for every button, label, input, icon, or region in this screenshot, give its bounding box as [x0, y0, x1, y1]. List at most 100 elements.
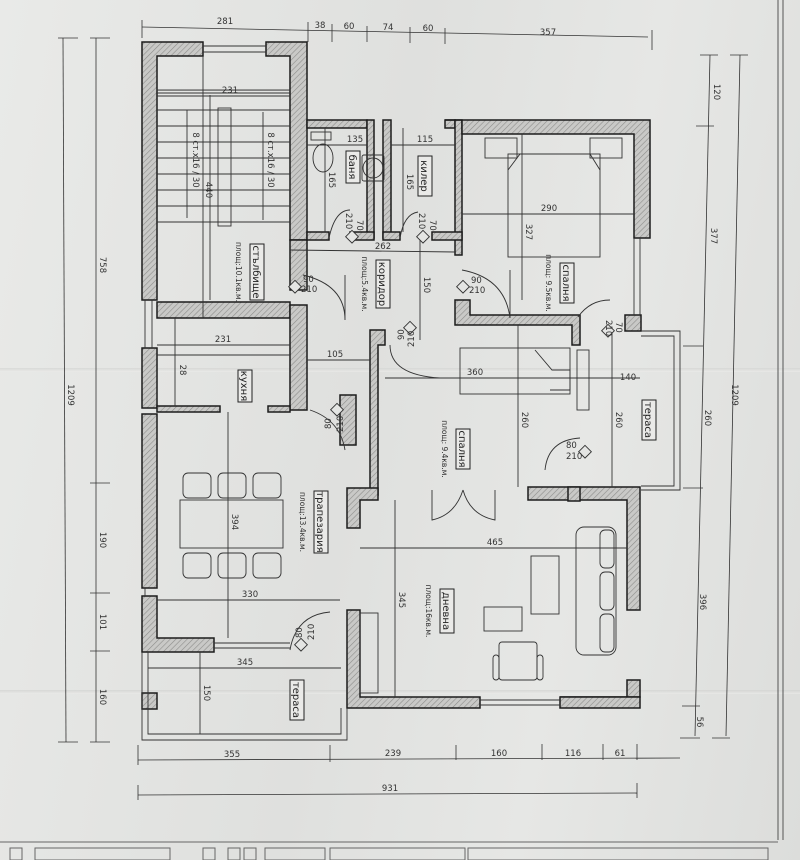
- room-label-living: дневна площ:16кв.м.: [424, 585, 455, 638]
- room-label-bedroom-2: спалня площ: 9.4кв.м.: [440, 420, 471, 478]
- title-block: [0, 841, 778, 860]
- svg-text:210: 210: [566, 452, 582, 462]
- svg-text:площ: 9.4кв.м.: площ: 9.4кв.м.: [440, 420, 449, 478]
- svg-text:116: 116: [565, 749, 581, 759]
- svg-text:394: 394: [229, 514, 239, 530]
- svg-text:1209: 1209: [729, 384, 739, 406]
- dimension-lines: [58, 0, 784, 840]
- svg-text:80: 80: [566, 441, 577, 451]
- room-label-dining: трапезария площ:13.4кв.м.: [298, 490, 329, 554]
- svg-text:дневна: дневна: [440, 592, 451, 630]
- svg-text:70: 70: [427, 220, 437, 231]
- svg-text:239: 239: [385, 749, 401, 759]
- svg-text:231: 231: [215, 335, 231, 345]
- svg-text:150: 150: [421, 277, 431, 293]
- svg-text:165: 165: [326, 172, 336, 188]
- svg-text:345: 345: [396, 592, 406, 608]
- room-label-terrace-left: тераса: [289, 679, 305, 721]
- svg-text:190: 190: [97, 532, 107, 548]
- room-label-pantry: килер: [417, 155, 433, 197]
- svg-text:1209: 1209: [65, 384, 75, 406]
- svg-text:кухня: кухня: [238, 371, 249, 401]
- room-label-terrace-right: тераса: [641, 399, 657, 441]
- svg-text:килер: килер: [418, 160, 429, 191]
- svg-text:площ:10.1кв.м.: площ:10.1кв.м.: [234, 242, 243, 302]
- svg-text:70: 70: [613, 322, 623, 333]
- svg-text:38: 38: [315, 21, 326, 31]
- svg-text:74: 74: [383, 23, 394, 33]
- svg-text:160: 160: [97, 689, 107, 705]
- svg-text:140: 140: [620, 373, 636, 383]
- room-label-kitchen: кухня: [237, 369, 253, 403]
- svg-text:60: 60: [423, 24, 434, 34]
- svg-text:80: 80: [295, 627, 305, 638]
- svg-text:440: 440: [203, 182, 213, 198]
- svg-text:327: 327: [523, 224, 533, 240]
- svg-text:площ:16кв.м.: площ:16кв.м.: [424, 585, 433, 638]
- svg-text:931: 931: [382, 784, 398, 794]
- svg-text:60: 60: [344, 22, 355, 32]
- svg-text:360: 360: [467, 368, 483, 378]
- svg-text:165: 165: [404, 174, 414, 190]
- svg-text:210: 210: [469, 286, 485, 296]
- svg-text:трапезария: трапезария: [314, 491, 325, 552]
- svg-text:231: 231: [222, 86, 238, 96]
- svg-text:758: 758: [97, 257, 107, 273]
- svg-text:160: 160: [491, 749, 507, 759]
- svg-text:90: 90: [303, 275, 314, 285]
- svg-text:260: 260: [613, 412, 623, 428]
- paper-fold: [0, 690, 800, 694]
- svg-text:260: 260: [519, 412, 529, 428]
- svg-text:спалня: спалня: [560, 264, 571, 301]
- svg-text:стълбище: стълбище: [250, 245, 261, 298]
- svg-text:396: 396: [697, 594, 707, 610]
- svg-text:290: 290: [541, 204, 557, 214]
- room-dimension-labels: 231 440 8 ст.x16 / 30 8 ст.x16 / 30 135 …: [177, 86, 636, 701]
- room-label-corridor: коридор площ:5.4кв.м.: [360, 256, 391, 312]
- svg-text:8 ст.x16 / 30: 8 ст.x16 / 30: [190, 132, 200, 187]
- svg-text:120: 120: [711, 84, 721, 100]
- svg-text:281: 281: [217, 17, 233, 27]
- door-size-labels: 90 210 70 210 70 210 90 210 90 210 70 21…: [295, 213, 623, 640]
- walls: [141, 41, 651, 710]
- svg-text:61: 61: [615, 749, 626, 759]
- svg-text:210: 210: [407, 331, 417, 347]
- svg-text:355: 355: [224, 750, 240, 760]
- room-label-bath: баня: [345, 150, 361, 184]
- svg-text:баня: баня: [346, 155, 357, 180]
- svg-text:тераса: тераса: [642, 402, 653, 438]
- svg-text:135: 135: [347, 135, 363, 145]
- svg-text:330: 330: [242, 590, 258, 600]
- svg-text:345: 345: [237, 658, 253, 668]
- door-markers: [287, 229, 616, 652]
- svg-text:210: 210: [343, 213, 353, 229]
- svg-text:80: 80: [324, 418, 334, 429]
- svg-text:465: 465: [487, 538, 503, 548]
- svg-text:210: 210: [336, 416, 346, 432]
- svg-text:150: 150: [201, 685, 211, 701]
- svg-text:коридор: коридор: [376, 262, 387, 306]
- room-label-stairs: стълбище площ:10.1кв.м.: [234, 242, 265, 302]
- svg-text:210: 210: [307, 624, 317, 640]
- svg-text:115: 115: [417, 135, 433, 145]
- room-labels: стълбище площ:10.1кв.м. баня килер корид…: [234, 150, 657, 721]
- paper-fold: [0, 368, 800, 372]
- plan-lines: [141, 45, 681, 741]
- dimension-labels: 281 38 60 74 60 357 355 239 160 116 61 9…: [65, 17, 739, 794]
- svg-text:площ:5.4кв.м.: площ:5.4кв.м.: [360, 256, 369, 311]
- svg-text:площ: 9.5кв.м.: площ: 9.5кв.м.: [544, 254, 553, 312]
- svg-text:357: 357: [540, 28, 556, 38]
- svg-text:спалня: спалня: [456, 430, 467, 467]
- svg-text:101: 101: [97, 614, 107, 630]
- svg-text:105: 105: [327, 350, 343, 360]
- svg-text:28: 28: [177, 365, 187, 376]
- svg-text:262: 262: [375, 242, 391, 252]
- svg-text:70: 70: [354, 220, 364, 231]
- svg-text:56: 56: [694, 717, 704, 728]
- svg-text:210: 210: [603, 320, 613, 336]
- room-label-bedroom-1: спалня площ: 9.5кв.м.: [544, 254, 575, 312]
- svg-text:210: 210: [416, 213, 426, 229]
- svg-text:тераса: тераса: [290, 682, 301, 718]
